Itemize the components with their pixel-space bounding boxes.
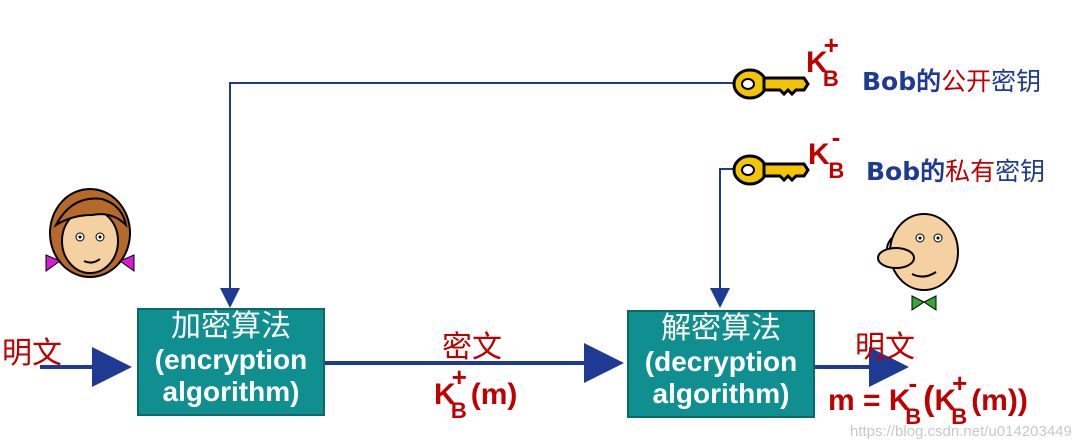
k-letter: K xyxy=(808,138,830,171)
sup1: - xyxy=(908,368,918,398)
decrypt-english: (decryption xyxy=(644,346,798,377)
sub2: B xyxy=(951,404,968,429)
key-label: 密钥 xyxy=(991,67,1042,96)
k-sub: B xyxy=(450,398,467,423)
decryption-algorithm-box: 解密算法 (decryption algorithm) xyxy=(627,310,815,418)
plaintext-label-right: 明文 xyxy=(855,330,915,365)
encrypt-english: (encryption xyxy=(154,344,308,375)
public-key-connector xyxy=(220,82,735,308)
private-key-symbol: K- B xyxy=(808,122,854,183)
arg: (m)) xyxy=(971,384,1028,417)
k-letter: K xyxy=(806,46,828,79)
private-key-caption: Bob的私有密钥 xyxy=(866,152,1045,188)
paren-open: ( xyxy=(923,380,935,418)
encrypt-english-2: algorithm) xyxy=(162,376,300,407)
arg: (m) xyxy=(470,378,518,411)
result-formula: m = K-B(K+B(m)) xyxy=(828,368,1056,429)
public-key-symbol: K+ B xyxy=(806,30,859,91)
private-key-icon xyxy=(732,154,810,186)
decrypt-english-2: algorithm) xyxy=(652,378,790,409)
encrypt-title: 加密算法 xyxy=(171,309,291,344)
k2: K xyxy=(934,384,957,417)
private-label: 私有 xyxy=(945,157,996,186)
owner: Bob的 xyxy=(862,67,942,96)
ciphertext-label: 密文 xyxy=(442,330,502,365)
sub1: B xyxy=(905,404,922,429)
k-sup: + xyxy=(823,30,839,60)
k-sup: - xyxy=(831,122,841,152)
plaintext-label-left: 明文 xyxy=(2,336,62,371)
ciphertext-formula: K+ B(m) xyxy=(434,362,533,423)
private-key-connector xyxy=(710,168,735,308)
k-sub: B xyxy=(828,158,845,183)
alice-avatar xyxy=(45,188,135,278)
k-letter: K xyxy=(434,378,456,411)
public-label: 公开 xyxy=(941,67,992,96)
public-key-caption: Bob的公开密钥 xyxy=(862,62,1041,98)
watermark: https://blog.csdn.net/u014203449 xyxy=(850,423,1072,440)
owner: Bob的 xyxy=(866,157,946,186)
encryption-algorithm-box: 加密算法 (encryption algorithm) xyxy=(137,308,325,416)
public-key-icon xyxy=(732,68,810,100)
k-sub: B xyxy=(822,66,839,91)
key-label: 密钥 xyxy=(995,157,1046,186)
decrypt-title: 解密算法 xyxy=(661,311,781,346)
k1: K xyxy=(888,384,911,417)
prefix: m = xyxy=(828,384,889,417)
bob-avatar xyxy=(877,213,959,311)
k-sup: + xyxy=(451,362,467,392)
sup2: + xyxy=(952,368,968,398)
